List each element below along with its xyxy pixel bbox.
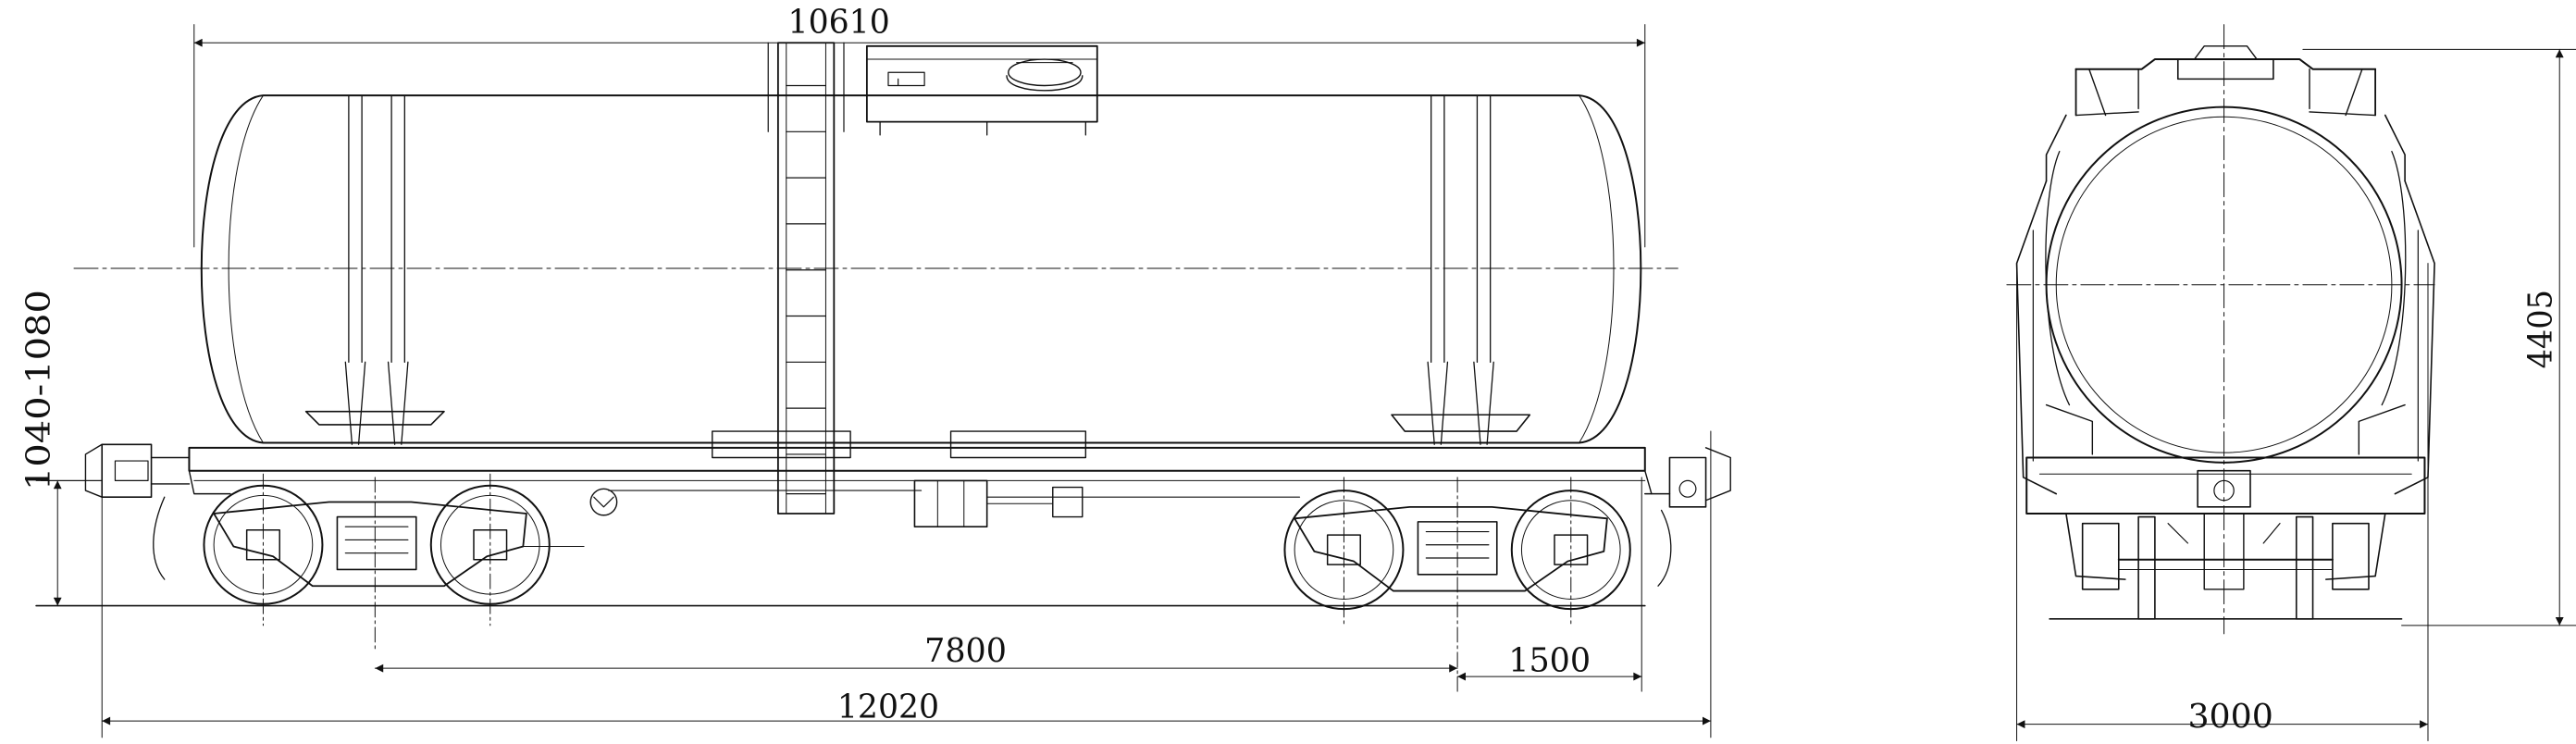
dimension-end-height xyxy=(2303,49,2576,626)
label-overhang: 1500 xyxy=(1508,642,1591,680)
end-bogie xyxy=(2066,514,2385,619)
tank-end-right xyxy=(1579,95,1614,442)
dimension-end-width xyxy=(2017,264,2428,741)
end-side-frames xyxy=(2017,152,2435,494)
tank-end-left xyxy=(229,95,263,442)
underframe xyxy=(189,431,1651,494)
tank-straps-left xyxy=(306,95,444,444)
dimension-coupler-height xyxy=(36,480,102,605)
label-end-width: 3000 xyxy=(2187,698,2273,736)
tank-shell xyxy=(202,95,1641,442)
dimension-overall-length xyxy=(102,431,1711,738)
label-overall-length: 12020 xyxy=(837,688,939,726)
brake-equipment xyxy=(590,480,1299,527)
end-buffer-beam xyxy=(2026,457,2424,513)
coupler-left xyxy=(41,444,189,579)
bogie-left xyxy=(204,474,584,650)
access-ladder xyxy=(768,43,844,514)
label-coupler-height: 1040-1080 xyxy=(19,290,57,490)
dimension-tank-length xyxy=(194,25,1645,247)
end-view xyxy=(2007,25,2576,741)
label-tank-length: 10610 xyxy=(788,4,890,42)
tank-straps-right xyxy=(1392,95,1530,444)
dome-platform xyxy=(867,46,1097,135)
side-view xyxy=(36,25,1730,738)
bogie-right xyxy=(1284,477,1629,691)
end-platform xyxy=(2047,46,2406,181)
dimension-overhang xyxy=(1457,477,1641,691)
label-bogie-base: 7800 xyxy=(924,632,1007,670)
coupler-right xyxy=(1645,448,1730,586)
label-end-height: 4405 xyxy=(2521,290,2559,368)
